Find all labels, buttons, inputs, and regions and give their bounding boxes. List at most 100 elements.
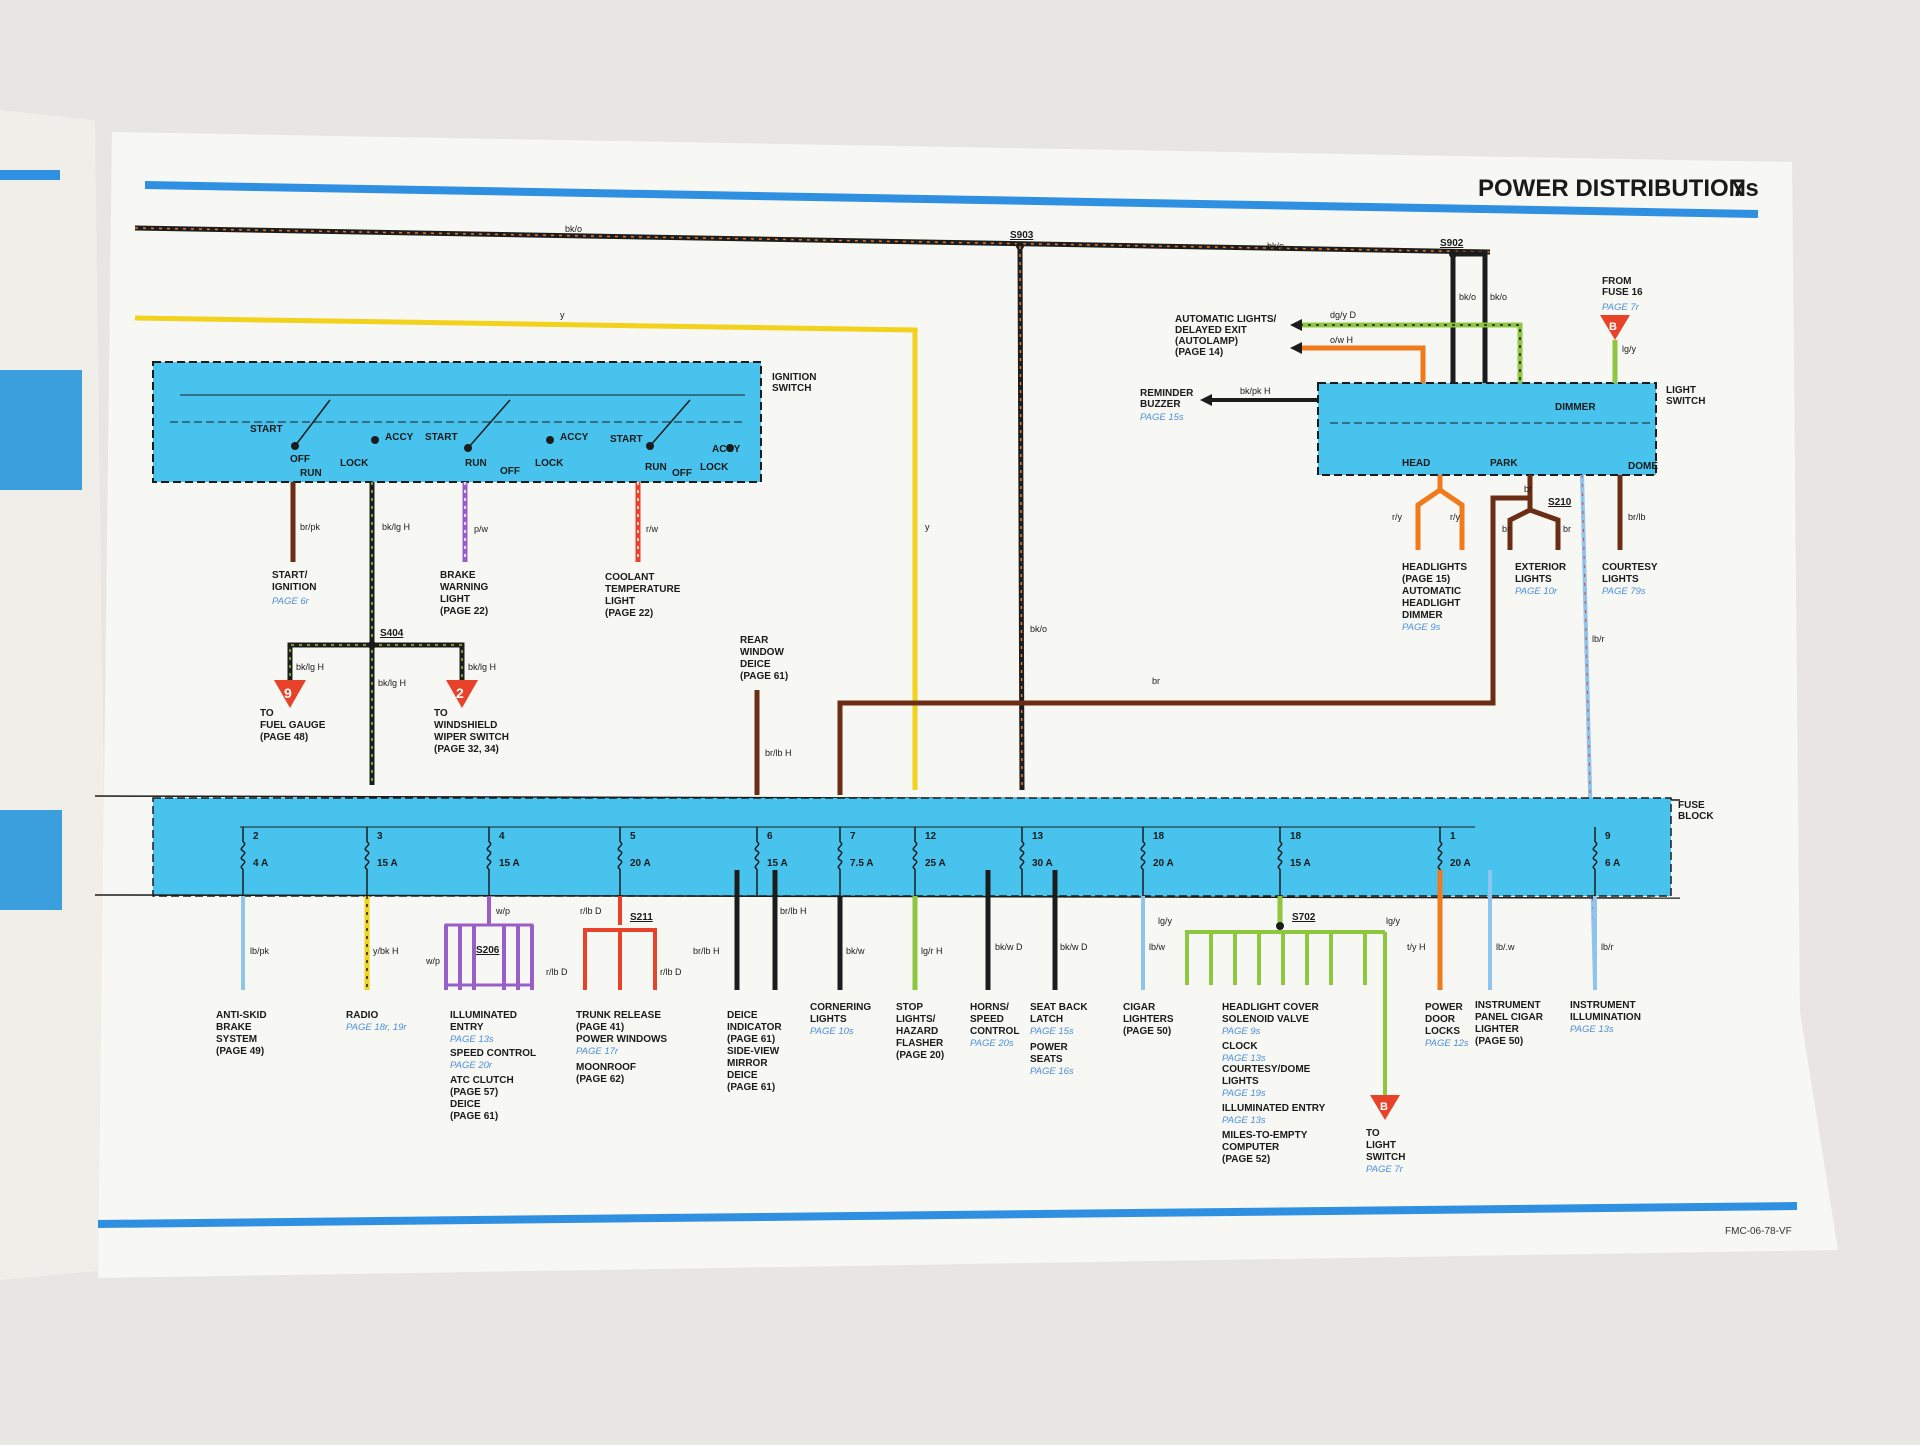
wire-o-w-h xyxy=(1300,345,1426,383)
wire-r-y-2 xyxy=(1438,487,1465,550)
fuse-symbol-8 xyxy=(1140,841,1146,870)
fuse-number-5: 7 xyxy=(850,831,856,842)
dome-label: DOME xyxy=(1628,461,1658,472)
fuse-symbol-7 xyxy=(1019,841,1025,870)
start-ignition-label: START/IGNITION xyxy=(272,570,316,593)
fuse-number-11: 9 xyxy=(1605,831,1611,842)
fuse-amp-0: 4 A xyxy=(253,858,268,869)
splice-s902: S902 xyxy=(1440,238,1464,249)
fuse-number-7: 13 xyxy=(1032,831,1044,842)
fuse-symbol-11 xyxy=(1592,841,1598,870)
label-br-lb-h-2: br/lb H xyxy=(693,946,720,956)
fuse-number-6: 12 xyxy=(925,831,937,842)
ign-pos-7: OFF xyxy=(500,466,520,477)
fuse-amp-7: 30 A xyxy=(1032,858,1053,869)
connector-b-bottom-label: B xyxy=(1380,1101,1388,1113)
label-bk-lg-h-3: bk/lg H xyxy=(378,678,406,688)
bottom-ref-14: PAGE 9s xyxy=(1222,1026,1261,1037)
fuse-number-1: 3 xyxy=(377,831,383,842)
s206-splice: S206 w/p xyxy=(425,923,534,990)
page-title: POWER DISTRIBUTION xyxy=(1478,175,1746,202)
label-bk-lg-h-4: bk/lg H xyxy=(468,662,496,672)
label-lg-r-h: lg/r H xyxy=(921,946,943,956)
label-y-2: y xyxy=(925,522,930,532)
connector-9-label: 9 xyxy=(284,685,292,701)
label-t-y-h: t/y H xyxy=(1407,942,1426,952)
bottom-ref-12: PAGE 16s xyxy=(1030,1066,1074,1077)
label-dg-y-d: dg/y D xyxy=(1330,310,1357,320)
splice-s702: S702 xyxy=(1292,912,1316,923)
label-o-w-h: o/w H xyxy=(1330,335,1353,345)
wire-y xyxy=(134,315,918,790)
ign-pos-0: START xyxy=(250,424,283,435)
bottom-ref-19: PAGE 7r xyxy=(1366,1164,1404,1175)
fuse-symbol-4 xyxy=(754,841,760,870)
from-fuse-ref: PAGE 7r xyxy=(1602,302,1640,313)
splice-s211: S211 xyxy=(630,912,653,923)
fuse-amp-2: 15 A xyxy=(499,858,520,869)
label-br-3: br xyxy=(1502,524,1510,534)
ign-pos-4: ACCY xyxy=(385,432,414,443)
fuse-amp-9: 15 A xyxy=(1290,858,1311,869)
bottom-ref-22: PAGE 13s xyxy=(1570,1024,1614,1035)
fuse-amp-11: 6 A xyxy=(1605,858,1620,869)
label-r-lb-d-3: r/lb D xyxy=(660,967,682,977)
connector-2-label: 2 xyxy=(456,685,464,701)
ign-pos-1: OFF xyxy=(290,454,310,465)
fuse-number-4: 6 xyxy=(767,831,773,842)
fuse-symbol-0 xyxy=(240,841,246,870)
label-bk-w-d-2: bk/w D xyxy=(1060,942,1088,952)
splice-s206: S206 xyxy=(476,945,500,956)
wire-br-exterior-2 xyxy=(1529,507,1561,550)
label-lg-y-1: lg/y xyxy=(1158,916,1173,926)
label-bk-o-1: bk/o xyxy=(565,224,582,234)
label-y-1: y xyxy=(560,310,565,320)
left-page xyxy=(0,110,110,1280)
autolamp-label: AUTOMATIC LIGHTS/DELAYED EXIT(AUTOLAMP)(… xyxy=(1175,314,1277,358)
fuse-amp-4: 15 A xyxy=(767,858,788,869)
bottom-ref-5: PAGE 17r xyxy=(576,1046,619,1057)
fuse-amp-10: 20 A xyxy=(1450,858,1471,869)
wire-r-y-1 xyxy=(1415,475,1443,550)
fuse-amp-6: 25 A xyxy=(925,858,946,869)
left-page-blue-2 xyxy=(0,810,62,910)
label-br-1: br xyxy=(1524,484,1532,494)
fuse-number-9: 18 xyxy=(1290,831,1302,842)
fuse-number-0: 2 xyxy=(253,831,259,842)
fuse-symbol-2 xyxy=(486,841,492,870)
ign-pos-9: ACCY xyxy=(560,432,589,443)
ign-pos-11: RUN xyxy=(645,462,667,473)
fuse-amp-3: 20 A xyxy=(630,858,651,869)
splice-s404: S404 xyxy=(380,628,404,639)
bottom-label-17: ILLUMINATED ENTRY xyxy=(1222,1103,1326,1114)
label-bk-lg-h-1: bk/lg H xyxy=(382,522,410,532)
label-w-p-2: w/p xyxy=(425,956,440,966)
bottom-label-5: TRUNK RELEASE(PAGE 41)POWER WINDOWS xyxy=(576,1010,667,1045)
label-lg-y-2: lg/y xyxy=(1386,916,1401,926)
fuse-amp-5: 7.5 A xyxy=(850,858,874,869)
footer-code: FMC-06-78-VF xyxy=(1725,1226,1792,1237)
label-lb-w: lb/w xyxy=(1149,942,1166,952)
fuse-symbol-5 xyxy=(837,841,843,870)
ign-pos-13: LOCK xyxy=(700,462,729,473)
splice-s903: S903 xyxy=(1010,230,1034,241)
label-r-lb-d-2: r/lb D xyxy=(546,967,568,977)
label-r-w: r/w xyxy=(646,524,658,534)
ign-pos-2: RUN xyxy=(300,468,322,479)
label-lb-w-2: lb/.w xyxy=(1496,942,1515,952)
